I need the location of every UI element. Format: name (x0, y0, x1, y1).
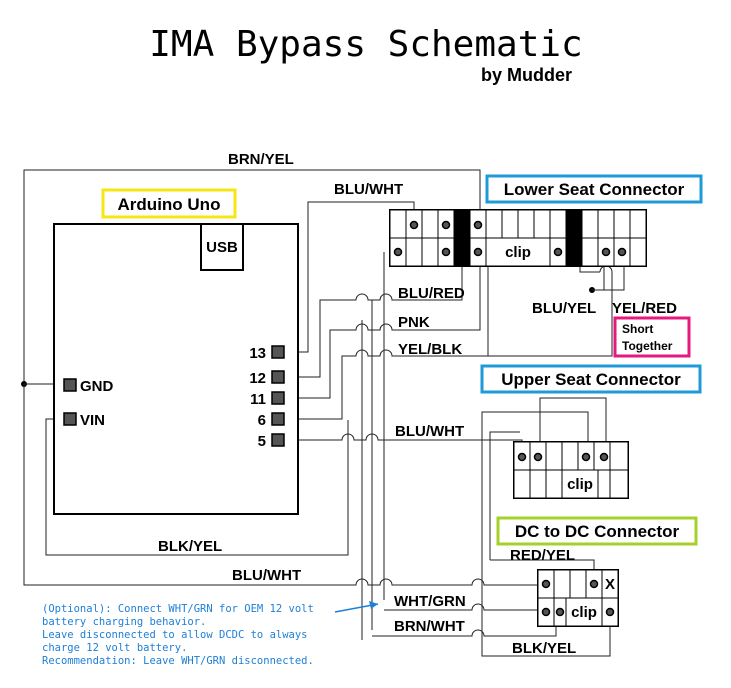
note-line-3: Leave disconnected to allow DCDC to alwa… (42, 629, 308, 641)
label-wht-grn: WHT/GRN (394, 593, 466, 610)
pin-12-label: 12 (249, 370, 266, 387)
lower-seat-top-row (389, 209, 647, 266)
short-together-line2: Together (622, 339, 673, 353)
optional-note: (Optional): Connect WHT/GRN for OEM 12 v… (42, 603, 314, 667)
wire-upper-1 (539, 397, 607, 458)
short-together-box (613, 316, 691, 358)
label-pnk: PNK (398, 314, 430, 331)
dcdc-x-mark: X (605, 576, 615, 593)
label-blu-wht-mid: BLU/WHT (395, 423, 464, 440)
label-yel-red: YEL/RED (612, 300, 677, 317)
wire-brn-wht (372, 620, 557, 637)
note-line-1: (Optional): Connect WHT/GRN for OEM 12 v… (42, 603, 314, 615)
wire-upper-3 (489, 431, 520, 560)
label-blu-wht-bottom: BLU/WHT (232, 567, 301, 584)
pin-11 (271, 391, 285, 405)
pin-gnd-label: GND (80, 378, 114, 395)
wire-upper-2 (481, 411, 589, 560)
pin-vin-label: VIN (80, 412, 105, 429)
wire-labels: BRN/YEL BLU/WHT BLU/RED PNK YEL/BLK BLU/… (158, 151, 677, 657)
label-blu-yel: BLU/YEL (532, 300, 596, 317)
arduino-label: Arduino Uno (118, 195, 221, 214)
dcdc-label-box (496, 516, 698, 546)
label-yel-blk: YEL/BLK (398, 341, 462, 358)
lower-seat-pins (393, 220, 627, 257)
lower-seat-label-box (485, 174, 703, 204)
lower-seat-label: Lower Seat Connector (504, 180, 685, 199)
wire-blu-wht-bottom (23, 384, 546, 586)
pin-5 (271, 433, 285, 447)
upper-seat-connector: Upper Seat Connector clip (480, 364, 702, 499)
label-blk-yel-bottom: BLK/YEL (512, 640, 576, 657)
upper-seat-label: Upper Seat Connector (501, 370, 681, 389)
pin-6-label: 6 (258, 412, 266, 429)
wire-wht-grn (384, 603, 546, 611)
label-red-yel: RED/YEL (510, 547, 575, 564)
arduino-board (53, 223, 299, 515)
dcdc-pins (541, 579, 615, 617)
label-blu-red: BLU/RED (398, 285, 465, 302)
wire-blk-yel-bottom (481, 560, 611, 657)
label-brn-yel: BRN/YEL (228, 151, 294, 168)
lower-seat-connector: Lower Seat Connector clip (389, 174, 703, 267)
wire-blu-wht-mid (283, 433, 523, 458)
pin-12 (271, 370, 285, 384)
upper-seat-label-box (480, 364, 702, 394)
dcdc-cells (537, 569, 619, 627)
lower-seat-clip-label: clip (505, 244, 531, 261)
short-together-line1: Short (622, 322, 653, 336)
pin-13-label: 13 (249, 345, 266, 362)
dcdc-label: DC to DC Connector (515, 522, 680, 541)
label-brn-wht: BRN/WHT (394, 618, 465, 635)
wire-blu-red (283, 251, 463, 378)
label-blk-yel-left: BLK/YEL (158, 538, 222, 555)
note-arrow-head (369, 601, 378, 609)
pin-gnd (63, 378, 77, 392)
label-blu-wht-top: BLU/WHT (334, 181, 403, 198)
wiring (21, 169, 625, 657)
page-subtitle: by Mudder (481, 65, 572, 85)
note-line-5: Recommendation: Leave WHT/GRN disconnect… (42, 655, 314, 667)
pin-5-label: 5 (258, 433, 266, 450)
upper-seat-pins (517, 452, 609, 462)
page-title: IMA Bypass Schematic (149, 24, 582, 65)
wire-yel-blk (283, 222, 489, 420)
dcdc-clip-label: clip (571, 604, 597, 621)
usb-label: USB (206, 239, 238, 256)
pin-6 (271, 412, 285, 426)
arduino-uno: USB Arduino Uno 13 12 11 6 5 GND VIN (53, 188, 299, 515)
dcdc-connector: DC to DC Connector clip X (496, 516, 698, 627)
note-line-2: battery charging behavior. (42, 616, 206, 628)
wire-pnk (283, 252, 481, 399)
pin-13 (271, 345, 285, 359)
wire-brn-yel (23, 169, 481, 384)
pin-vin (63, 412, 77, 426)
arduino-label-box (101, 188, 237, 219)
usb-port (200, 223, 244, 271)
upper-seat-clip-label: clip (567, 476, 593, 493)
note-line-4: charge 12 volt battery. (42, 642, 187, 654)
pin-11-label: 11 (250, 391, 266, 408)
